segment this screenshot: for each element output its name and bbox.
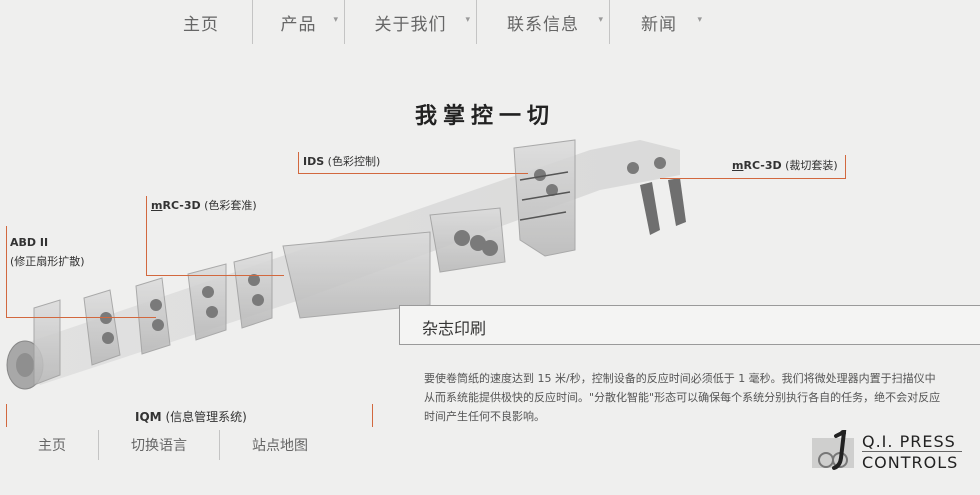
callout-iqm-desc: (信息管理系统): [165, 410, 247, 424]
callout-mrc-color-desc: (色彩套准): [204, 199, 257, 212]
nav-products-label: 产品: [280, 14, 317, 35]
callout-mrc-color: mRC-3D (色彩套准): [151, 197, 257, 213]
logo-line1: Q.I. PRESS: [862, 432, 956, 451]
nav-home[interactable]: 主页: [150, 0, 252, 44]
chevron-down-icon: ▾: [465, 15, 471, 25]
section-body-line: 要使卷筒纸的速度达到 15 米/秒，控制设备的反应时间必须低于 1 毫秒。我们将…: [424, 372, 936, 385]
callout-connector: [298, 173, 528, 174]
divider: [6, 404, 7, 427]
logo-mark-icon: [812, 430, 854, 470]
callout-connector: [298, 152, 299, 174]
nav-contact[interactable]: 联系信息 ▾: [476, 0, 609, 44]
logo-divider: [862, 451, 962, 452]
callout-abd-desc: (修正扇形扩散): [10, 255, 85, 268]
callout-connector: [6, 317, 156, 318]
callout-connector: [146, 275, 284, 276]
callout-abd: ABD II (修正扇形扩散): [10, 233, 85, 271]
divider: [372, 404, 373, 427]
callout-connector: [660, 178, 846, 179]
section-title: 杂志印刷: [422, 319, 487, 338]
company-logo[interactable]: Q.I. PRESS CONTROLS: [810, 430, 970, 474]
chevron-down-icon: ▾: [333, 15, 339, 25]
callout-iqm: IQM (信息管理系统): [135, 408, 247, 425]
footer-link-language[interactable]: 切换语言: [98, 430, 219, 460]
callout-ids: IDS (色彩控制): [303, 153, 380, 169]
nav-news-label: 新闻: [641, 14, 677, 35]
callout-ids-code: IDS: [303, 155, 325, 168]
chevron-down-icon: ▾: [598, 15, 604, 25]
section-body-line: 从而系统能提供极快的反应时间。"分散化智能"形态可以确保每个系统分别执行各自的任…: [424, 391, 941, 404]
footer-link-label: 站点地图: [252, 438, 308, 454]
nav-about[interactable]: 关于我们 ▾: [344, 0, 476, 44]
nav-news[interactable]: 新闻 ▾: [609, 0, 708, 44]
callout-mrc-cut-code: RC-3D: [743, 159, 782, 172]
callout-abd-code: ABD II: [10, 236, 49, 249]
logo-line2: CONTROLS: [862, 453, 959, 472]
nav-about-label: 关于我们: [374, 14, 447, 35]
section-body-line: 时间产生任何不良影响。: [424, 410, 545, 423]
callout-mrc-cut-desc: (裁切套装): [785, 159, 838, 172]
footer-link-sitemap[interactable]: 站点地图: [219, 430, 340, 460]
callout-mrc-color-code: RC-3D: [162, 199, 201, 212]
nav-home-label: 主页: [183, 14, 219, 35]
callout-mrc-cut-prefix: m: [732, 159, 744, 172]
footer-nav: 主页 切换语言 站点地图: [6, 430, 340, 460]
footer-link-home[interactable]: 主页: [6, 430, 98, 460]
section-header-box: 杂志印刷: [399, 305, 980, 345]
footer-link-label: 切换语言: [131, 438, 187, 454]
callout-mrc-cut: mRC-3D (裁切套装): [732, 157, 838, 173]
callout-connector: [845, 155, 846, 179]
callout-iqm-code: IQM: [135, 410, 162, 424]
main-nav: 主页 产品 ▾ 关于我们 ▾ 联系信息 ▾ 新闻 ▾: [150, 0, 708, 44]
page-headline: 我掌控一切: [415, 103, 556, 129]
callout-connector: [146, 196, 147, 276]
nav-products[interactable]: 产品 ▾: [252, 0, 344, 44]
callout-connector: [6, 226, 7, 318]
chevron-down-icon: ▾: [697, 15, 703, 25]
section-body: 要使卷筒纸的速度达到 15 米/秒，控制设备的反应时间必须低于 1 毫秒。我们将…: [424, 369, 980, 426]
nav-contact-label: 联系信息: [507, 14, 579, 35]
callout-mrc-color-prefix: m: [151, 199, 163, 212]
callout-ids-desc: (色彩控制): [327, 155, 381, 168]
footer-link-label: 主页: [38, 438, 66, 454]
